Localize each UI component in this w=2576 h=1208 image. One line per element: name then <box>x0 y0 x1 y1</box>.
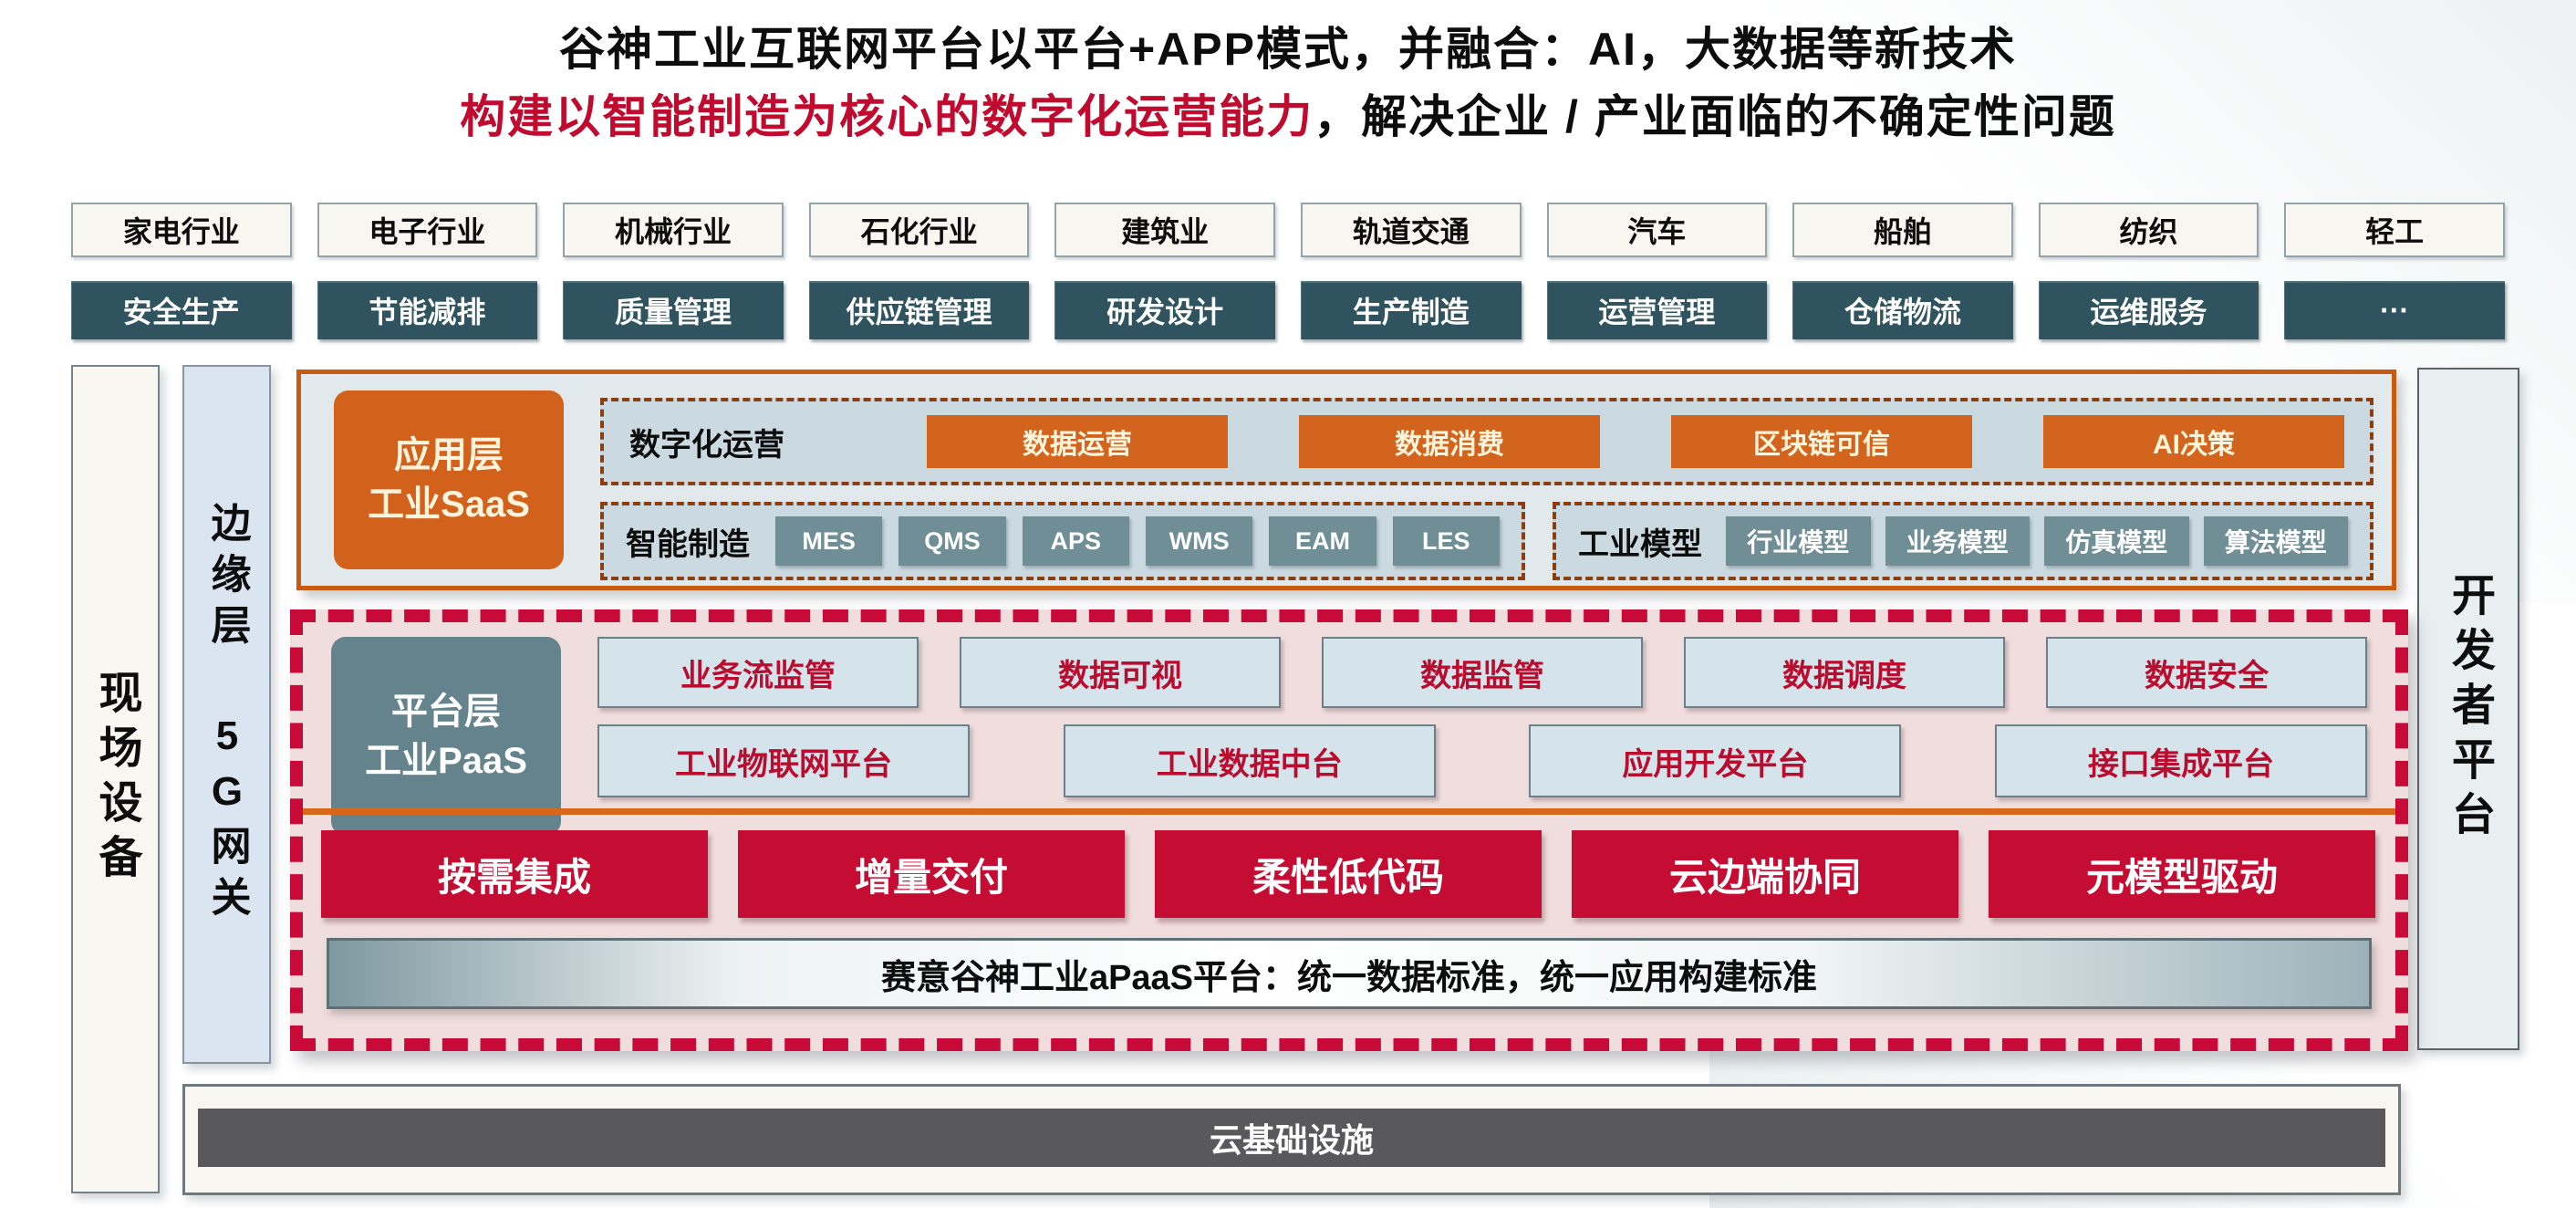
digital-ops-items: 数据运营 数据消费 区块链可信 AI决策 <box>927 415 2344 468</box>
functions-row: 安全生产 节能减排 质量管理 供应链管理 研发设计 生产制造 运营管理 仓储物流… <box>71 281 2505 339</box>
capabilities-row: 按需集成 增量交付 柔性低代码 云边端协同 元模型驱动 <box>321 830 2375 918</box>
cloud-infra-container: 云基础设施 <box>182 1084 2401 1195</box>
capability-box: 按需集成 <box>321 830 708 918</box>
subtitle-black-text: ，解决企业 / 产业面临的不确定性问题 <box>1314 91 2116 142</box>
smart-mfg-item: WMS <box>1145 516 1253 566</box>
industrial-model-item: 行业模型 <box>1726 516 1871 566</box>
smart-mfg-item: LES <box>1392 516 1500 566</box>
paas-supervision-box: 业务流监管 <box>597 637 919 708</box>
industrial-model-label: 工业模型 <box>1578 526 1702 562</box>
paas-platform-box: 接口集成平台 <box>1994 724 2367 797</box>
paas-container: 平台层 工业PaaS 业务流监管 数据可视 数据监管 数据调度 数据安全 工业物… <box>290 609 2408 1051</box>
subtitle-red-text: 构建以智能制造为核心的数字化运营能力 <box>460 91 1314 142</box>
function-box: 质量管理 <box>563 281 784 339</box>
smart-mfg-item: EAM <box>1269 516 1376 566</box>
function-box: 节能减排 <box>317 281 538 339</box>
orange-divider <box>303 808 2395 815</box>
paas-supervision-box: 数据监管 <box>1322 637 1643 708</box>
function-box: 仓储物流 <box>1792 281 2013 339</box>
industries-row: 家电行业 电子行业 机械行业 石化行业 建筑业 轨道交通 汽车 船舶 纺织 轻工 <box>71 203 2505 257</box>
paas-layer-line1: 平台层 <box>391 692 501 732</box>
field-device-bar: 现场设备 <box>71 365 160 1193</box>
field-device-label: 现场设备 <box>91 670 140 889</box>
smart-mfg-item: MES <box>775 516 883 566</box>
paas-supervision-row: 业务流监管 数据可视 数据监管 数据调度 数据安全 <box>597 637 2367 708</box>
capability-box: 云边端协同 <box>1572 830 1958 918</box>
smart-mfg-group: 智能制造 MES QMS APS WMS EAM LES <box>600 502 1525 580</box>
paas-supervision-box: 数据安全 <box>2046 637 2367 708</box>
paas-platform-box: 工业数据中台 <box>1063 724 1436 797</box>
paas-platform-box: 应用开发平台 <box>1529 724 1902 797</box>
function-box: 安全生产 <box>71 281 292 339</box>
page-subtitle: 构建以智能制造为核心的数字化运营能力，解决企业 / 产业面临的不确定性问题 <box>0 80 2576 146</box>
industry-box: 汽车 <box>1546 203 1768 257</box>
paas-platform-box: 工业物联网平台 <box>597 724 970 797</box>
developer-platform-label: 开发者平台 <box>2445 572 2493 846</box>
industry-box: 机械行业 <box>563 203 784 257</box>
paas-layer-badge: 平台层 工业PaaS <box>331 637 561 836</box>
industry-box: 家电行业 <box>71 203 292 257</box>
digital-ops-item: 区块链可信 <box>1671 415 1972 468</box>
apaas-gradient-bar: 赛意谷神工业aPaaS平台：统一数据标准，统一应用构建标准 <box>327 938 2372 1009</box>
saas-layer-line2: 工业SaaS <box>368 484 530 525</box>
industrial-model-item: 业务模型 <box>1885 516 2030 566</box>
smart-mfg-label: 智能制造 <box>626 526 750 562</box>
paas-supervision-box: 数据调度 <box>1684 637 2005 708</box>
industry-box: 电子行业 <box>317 203 538 257</box>
industry-box: 轨道交通 <box>1300 203 1522 257</box>
paas-supervision-box: 数据可视 <box>960 637 1281 708</box>
function-box: 生产制造 <box>1300 281 1522 339</box>
digital-ops-item: 数据消费 <box>1299 415 1600 468</box>
edge-layer-bar: 边缘层 5G网关 <box>182 365 271 1064</box>
digital-ops-group: 数字化运营 数据运营 数据消费 区块链可信 AI决策 <box>600 398 2373 485</box>
developer-platform-bar: 开发者平台 <box>2417 368 2519 1050</box>
edge-layer-label: 边缘层 <box>204 502 250 655</box>
saas-container: 应用层 工业SaaS 数字化运营 数据运营 数据消费 区块链可信 AI决策 智能… <box>296 370 2396 590</box>
paas-layer-line2: 工业PaaS <box>365 741 527 781</box>
industrial-model-item: 算法模型 <box>2203 516 2348 566</box>
smart-mfg-item: APS <box>1022 516 1129 566</box>
smart-mfg-item: QMS <box>898 516 1006 566</box>
industry-box: 船舶 <box>1792 203 2013 257</box>
industrial-model-group: 工业模型 行业模型 业务模型 仿真模型 算法模型 <box>1553 502 2373 580</box>
capability-box: 增量交付 <box>738 830 1125 918</box>
cloud-infra-bar: 云基础设施 <box>198 1109 2385 1167</box>
saas-layer-line1: 应用层 <box>394 435 504 475</box>
function-box: 供应链管理 <box>808 281 1030 339</box>
industry-box: 轻工 <box>2284 203 2505 257</box>
capability-box: 柔性低代码 <box>1155 830 1542 918</box>
industry-box: 石化行业 <box>808 203 1030 257</box>
paas-platforms-row: 工业物联网平台 工业数据中台 应用开发平台 接口集成平台 <box>597 724 2367 797</box>
edge-gateway-label: 5G网关 <box>204 713 250 927</box>
digital-ops-label: 数字化运营 <box>629 427 784 463</box>
industry-box: 纺织 <box>2038 203 2259 257</box>
capability-box: 元模型驱动 <box>1989 830 2375 918</box>
function-box: 运营管理 <box>1546 281 1768 339</box>
function-box: 运维服务 <box>2038 281 2259 339</box>
digital-ops-item: AI决策 <box>2043 415 2344 468</box>
industry-box: 建筑业 <box>1054 203 1275 257</box>
function-box: 研发设计 <box>1054 281 1275 339</box>
saas-layer-badge: 应用层 工业SaaS <box>334 391 564 569</box>
page-title: 谷神工业互联网平台以平台+APP模式，并融合：AI，大数据等新技术 <box>558 24 2017 75</box>
function-box: ··· <box>2284 281 2505 339</box>
digital-ops-item: 数据运营 <box>927 415 1228 468</box>
industrial-model-item: 仿真模型 <box>2044 516 2189 566</box>
